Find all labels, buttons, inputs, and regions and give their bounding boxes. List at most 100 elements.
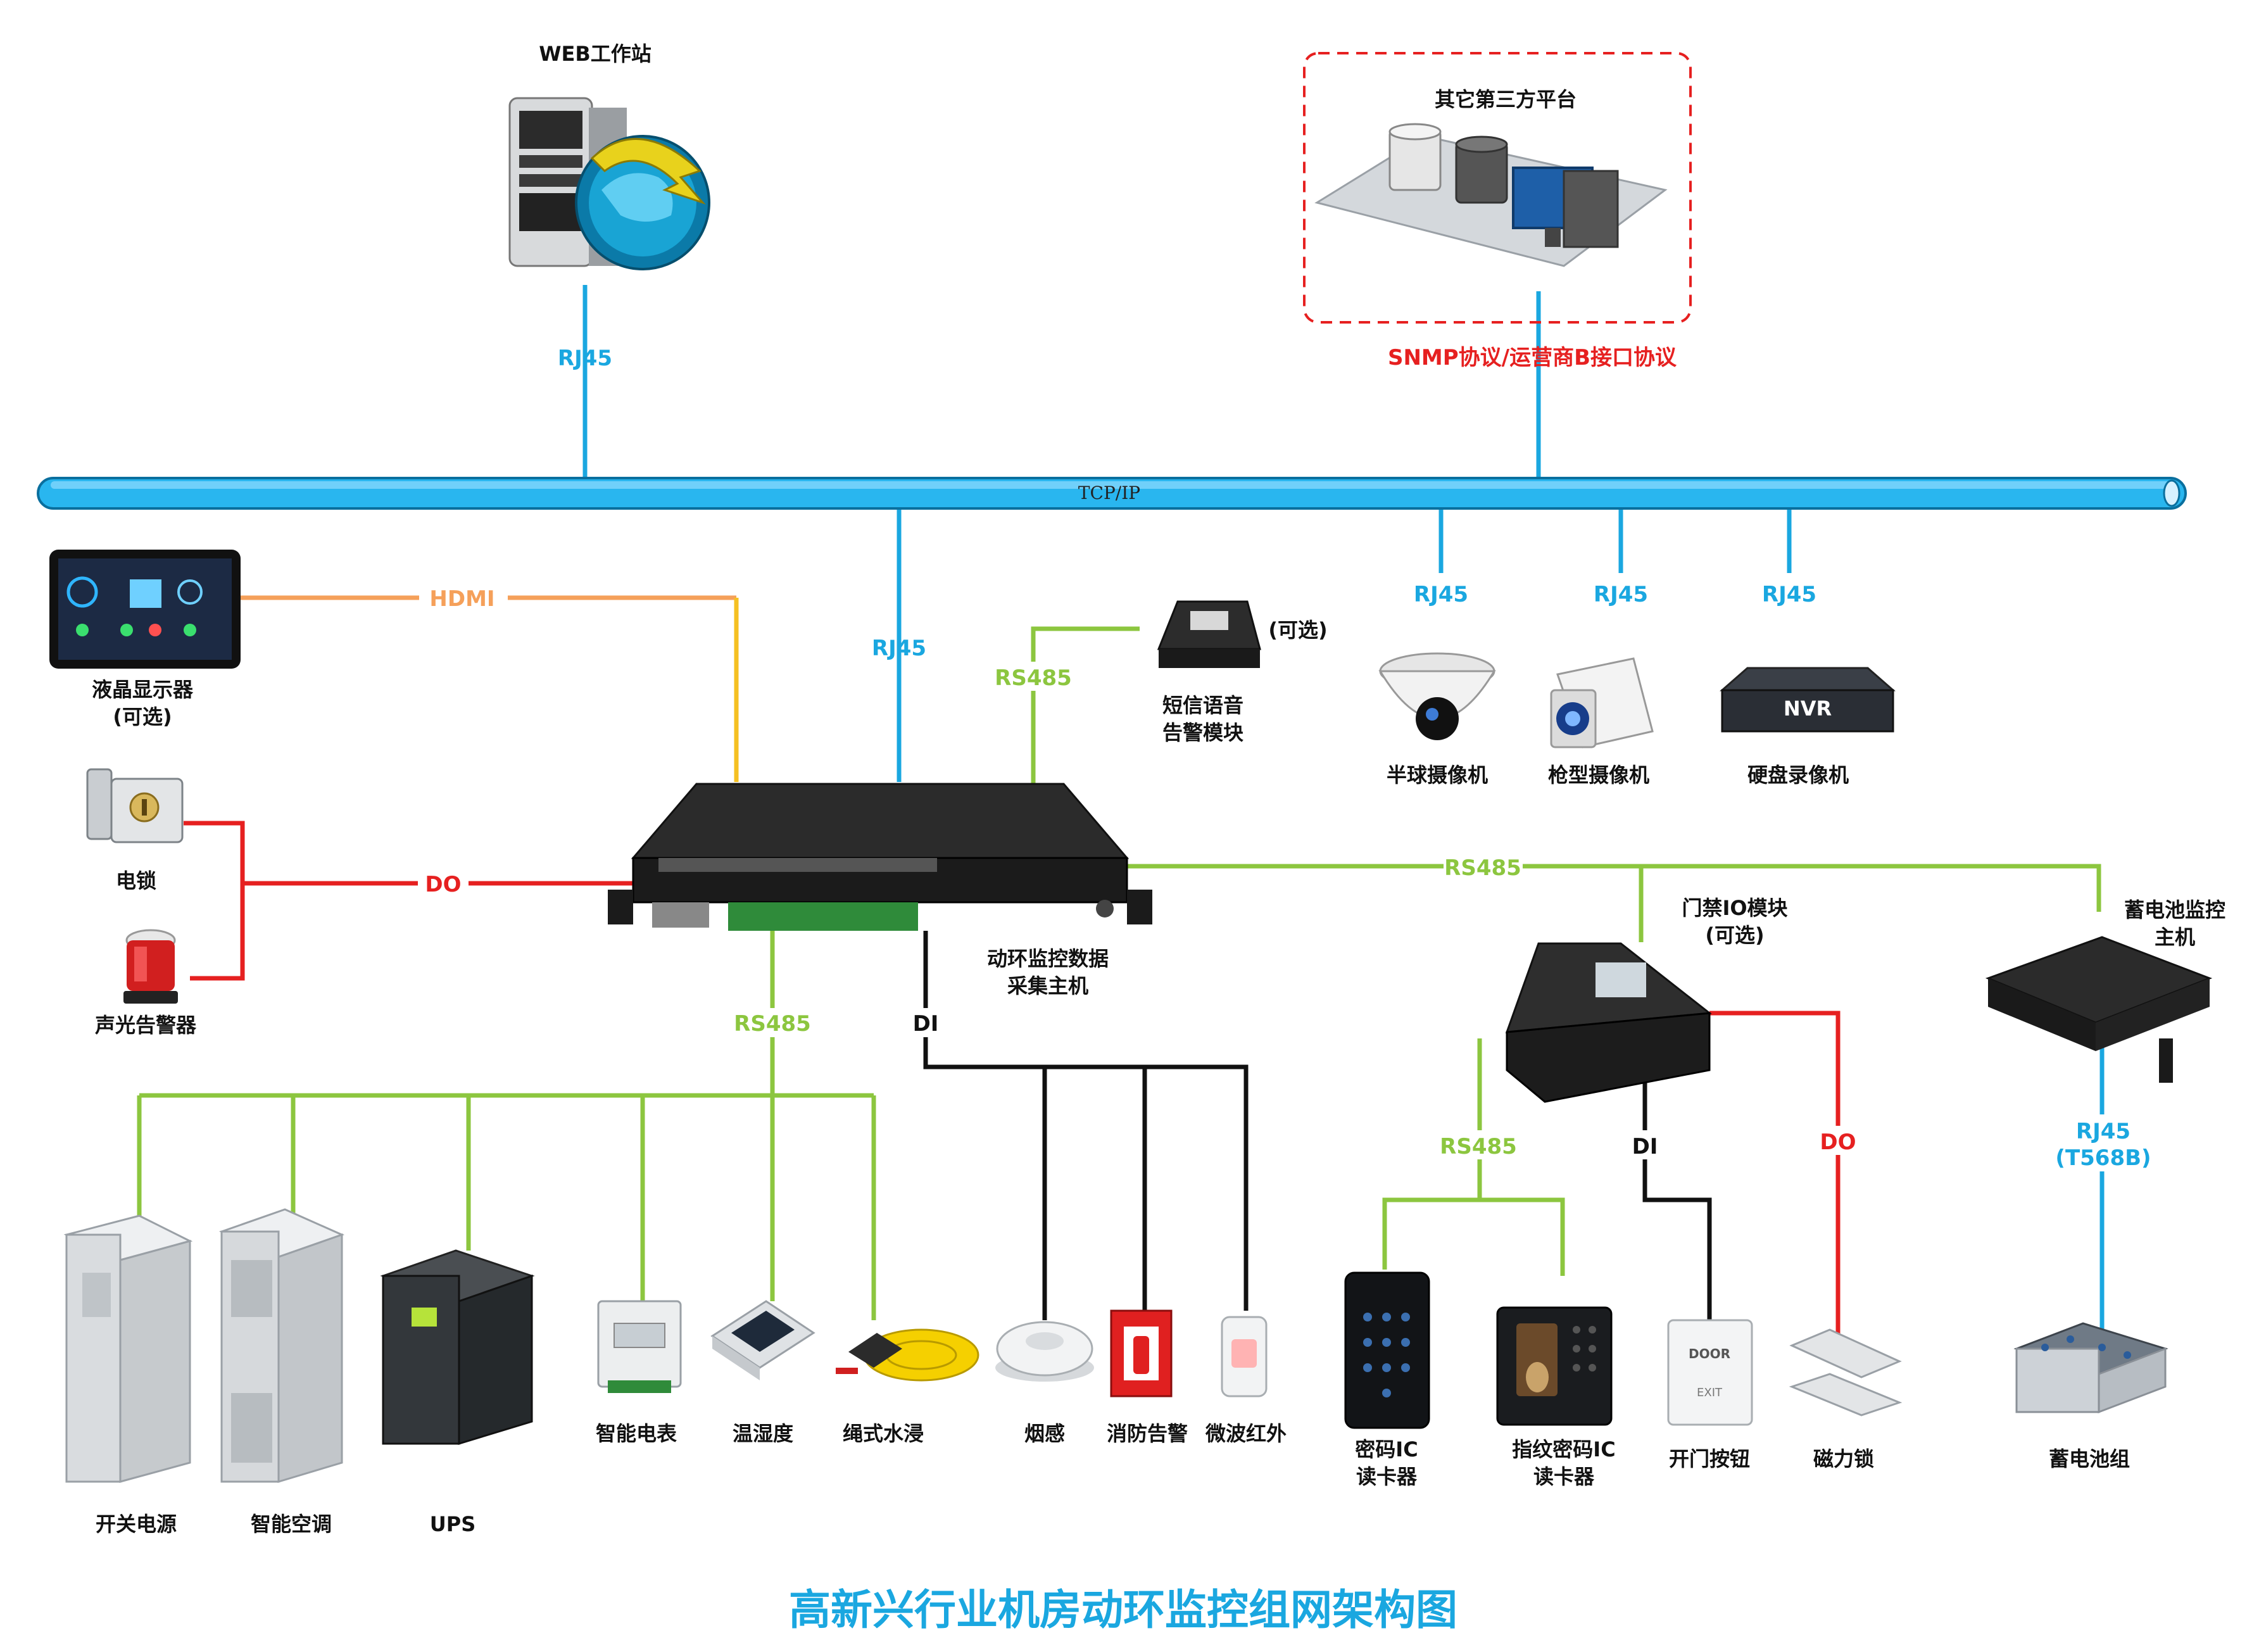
sms-module-icon	[1157, 600, 1261, 668]
do-access-label: DO	[1820, 1130, 1856, 1155]
battery-monitor-host: 蓄电池监控 主机	[1985, 898, 2225, 1083]
bus-label: TCP/IP	[1078, 482, 1140, 503]
diagram-title: 高新兴行业机房动环监控组网架构图	[789, 1586, 1457, 1634]
magnetic-lock-icon	[1789, 1328, 1903, 1416]
smart-meter: 智能电表	[596, 1300, 682, 1446]
do-access-label-group: DO	[1813, 1126, 1863, 1155]
sms-optional-label: (可选)	[1268, 618, 1327, 642]
smart-air-conditioner: 智能空调	[218, 1208, 345, 1536]
alarm-light: 声光告警器	[95, 929, 197, 1037]
ups: UPS	[380, 1249, 535, 1536]
sms-label-line2: 告警模块	[1162, 721, 1243, 745]
nvr: NVR 硬盘录像机	[1720, 667, 1896, 787]
display-optional-label: (可选)	[113, 705, 172, 729]
password-reader-label-line2: 读卡器	[1356, 1465, 1418, 1489]
display-label: 液晶显示器	[92, 678, 194, 702]
access-io-module: 门禁IO模块 (可选)	[1505, 896, 1788, 1103]
collector-label-line2: 采集主机	[1007, 974, 1088, 998]
water-leak-icon	[836, 1328, 979, 1382]
exit-button-text-exit: EXIT	[1697, 1386, 1723, 1399]
microwave-ir-label: 微波红外	[1205, 1422, 1287, 1446]
third-party-label: 其它第三方平台	[1435, 87, 1577, 111]
ups-icon	[380, 1249, 535, 1446]
bullet-camera-icon	[1550, 657, 1654, 748]
sms-voice-alarm-module: (可选) 短信语音 告警模块	[1157, 600, 1328, 745]
dome-camera-icon	[1378, 652, 1496, 740]
exit-button-text-door: DOOR	[1689, 1346, 1730, 1361]
bullet-camera: 枪型摄像机	[1548, 657, 1654, 787]
keypad-reader-icon	[1344, 1271, 1430, 1429]
access-io-label-line1: 门禁IO模块	[1682, 896, 1787, 920]
electric-lock: 电锁	[86, 768, 184, 893]
smoke-detector-label: 烟感	[1024, 1422, 1065, 1446]
thermometer-icon	[710, 1300, 815, 1380]
rj45-dome-label: RJ45	[1414, 582, 1468, 607]
smoke-detector-icon	[995, 1321, 1094, 1382]
switch-power-cabinet-icon	[63, 1214, 193, 1483]
rj45-web-label: RJ45	[558, 346, 612, 371]
hdmi-label-group: HDMI	[419, 583, 508, 612]
access-io-label-line2: (可选)	[1705, 923, 1764, 947]
collector-label-line1: 动环监控数据	[987, 947, 1109, 971]
smart-meter-icon	[597, 1300, 682, 1393]
smart-meter-label: 智能电表	[596, 1422, 677, 1446]
rs485-down-label-group: RS485	[733, 1008, 812, 1037]
fingerprint-reader-icon	[1496, 1306, 1613, 1426]
water-leak-label: 绳式水浸	[843, 1422, 924, 1446]
lock-icon	[86, 768, 184, 843]
fire-extinguisher-sign-icon	[1110, 1309, 1173, 1397]
battery-pack: 蓄电池组	[2013, 1322, 2168, 1471]
third-party-platform: 其它第三方平台 SNMP协议/运营商B接口协议	[1303, 52, 1692, 370]
fingerprint-reader-label-line1: 指纹密码IC	[1512, 1437, 1615, 1461]
battery-pack-icon	[2013, 1322, 2168, 1414]
connection-lines	[137, 285, 2105, 1352]
fire-alarm: 消防告警	[1107, 1309, 1188, 1446]
dome-camera-label: 半球摄像机	[1387, 763, 1488, 787]
platform-icon	[1314, 123, 1668, 267]
globe-icon	[575, 135, 710, 270]
rj45-battery-label-line1: RJ45	[2076, 1119, 2131, 1144]
rope-water-leak: 绳式水浸	[836, 1328, 979, 1446]
di-access-label-group: DI	[1626, 1130, 1664, 1159]
alarm-light-label: 声光告警器	[95, 1013, 197, 1037]
bullet-camera-label: 枪型摄像机	[1548, 763, 1649, 787]
magnetic-lock-label: 磁力锁	[1813, 1447, 1874, 1471]
rs485-right-label-group: RS485	[1444, 852, 1523, 881]
temp-humidity-sensor: 温湿度	[710, 1300, 815, 1446]
battery-pack-label: 蓄电池组	[2049, 1447, 2130, 1471]
rj45-bullet-label: RJ45	[1594, 582, 1648, 607]
web-workstation: WEB工作站 RJ45	[508, 42, 710, 371]
rack-server-icon	[608, 783, 1152, 931]
temp-humidity-label: 温湿度	[733, 1422, 793, 1446]
third-party-dashed-box	[1303, 52, 1692, 324]
di-access-label: DI	[1632, 1134, 1658, 1159]
battery-host-label-line2: 主机	[2155, 925, 2195, 949]
air-conditioner-icon	[218, 1208, 345, 1484]
motion-sensor-icon	[1221, 1316, 1268, 1397]
alarm-light-icon	[123, 929, 178, 1004]
nvr-label: 硬盘录像机	[1747, 763, 1849, 787]
exit-button-label: 开门按钮	[1669, 1447, 1750, 1471]
tcp-ip-bus: TCP/IP	[37, 477, 2187, 510]
fire-alarm-label: 消防告警	[1107, 1422, 1188, 1446]
switch-power-label: 开关电源	[96, 1512, 177, 1536]
di-main-label: DI	[913, 1011, 939, 1037]
password-reader-label-line1: 密码IC	[1355, 1437, 1418, 1461]
rj45-nvr-label: RJ45	[1762, 582, 1816, 607]
dome-camera: 半球摄像机	[1378, 652, 1496, 787]
rs485-access-label: RS485	[1440, 1134, 1517, 1159]
rs485-sms-label-group: RS485	[994, 662, 1073, 691]
password-card-reader: 密码IC 读卡器	[1344, 1271, 1430, 1489]
rj45-battery-label-group: RJ45 (T568B)	[2055, 1114, 2151, 1171]
electric-lock-label: 电锁	[116, 869, 156, 893]
battery-host-label-line1: 蓄电池监控	[2124, 898, 2225, 922]
di-main-label-group: DI	[907, 1008, 945, 1037]
rs485-right-label: RS485	[1444, 855, 1521, 881]
access-io-icon	[1505, 942, 1712, 1103]
fingerprint-card-reader: 指纹密码IC 读卡器	[1496, 1306, 1616, 1489]
rs485-access-label-group: RS485	[1439, 1130, 1518, 1159]
rj45-host-label: RJ45	[872, 636, 926, 661]
monitoring-collector-host: 动环监控数据 采集主机	[608, 783, 1152, 998]
magnetic-lock: 磁力锁	[1789, 1328, 1903, 1471]
